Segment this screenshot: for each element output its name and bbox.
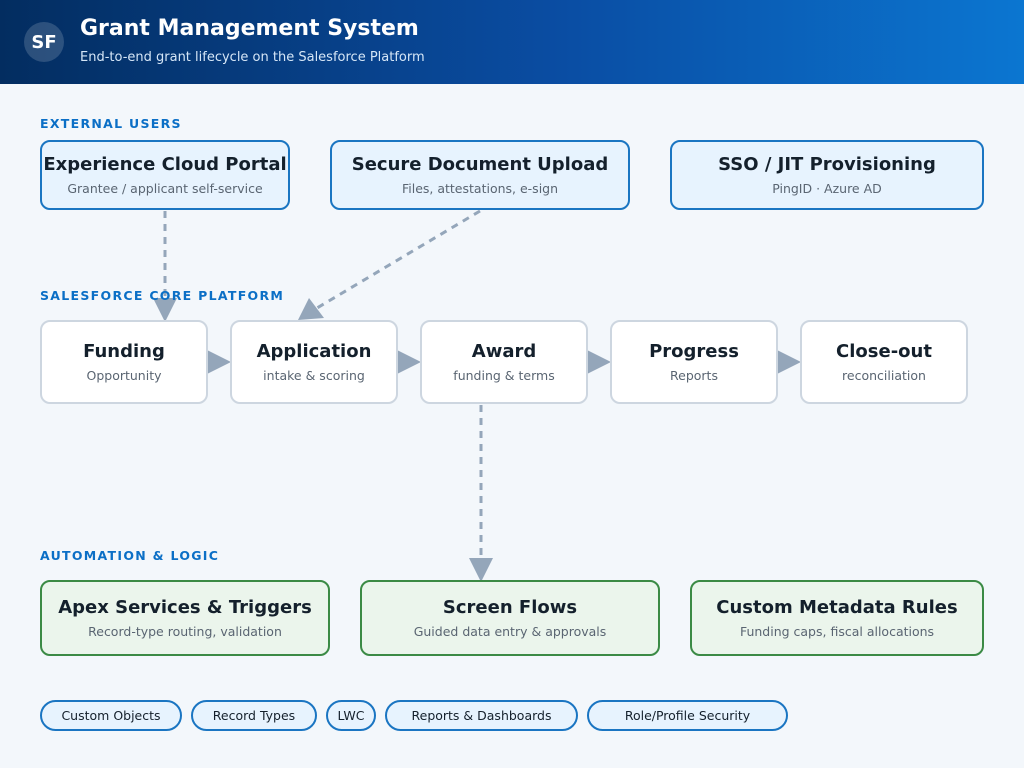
tag-lwc[interactable]: LWC bbox=[326, 700, 376, 731]
app-header: SF Grant Management System End-to-end gr… bbox=[0, 0, 1024, 84]
section-label-external-users: EXTERNAL USERS bbox=[40, 116, 182, 131]
card-title: Application bbox=[256, 341, 372, 362]
arrow-application-to-award bbox=[397, 350, 421, 374]
secure-document-upload-card[interactable]: Secure Document Upload Files, attestatio… bbox=[330, 140, 630, 210]
card-subtitle: funding & terms bbox=[453, 368, 555, 383]
page-title: Grant Management System bbox=[80, 16, 419, 41]
arrowhead-funding bbox=[153, 298, 177, 322]
card-subtitle: Guided data entry & approvals bbox=[413, 624, 607, 639]
card-title: Funding bbox=[83, 341, 165, 362]
section-label-core-platform: SALESFORCE CORE PLATFORM bbox=[40, 288, 285, 303]
connector-upload-to-application bbox=[316, 209, 481, 310]
card-title: Experience Cloud Portal bbox=[43, 154, 287, 175]
arrow-progress-to-closeout bbox=[777, 350, 801, 374]
card-subtitle: Grantee / applicant self-service bbox=[67, 181, 263, 196]
stage-application-card[interactable]: Application intake & scoring bbox=[230, 320, 398, 404]
card-subtitle: PingID · Azure AD bbox=[772, 181, 882, 196]
stage-award-card[interactable]: Award funding & terms bbox=[420, 320, 588, 404]
card-subtitle: Opportunity bbox=[86, 368, 162, 383]
arrow-award-to-progress bbox=[587, 350, 611, 374]
arrowhead-flows bbox=[469, 558, 493, 582]
card-subtitle: Record-type routing, validation bbox=[88, 624, 282, 639]
salesforce-logo: SF bbox=[24, 22, 64, 62]
card-title: Secure Document Upload bbox=[351, 154, 609, 175]
tag-role-profile-security[interactable]: Role/Profile Security bbox=[587, 700, 788, 731]
stage-closeout-card[interactable]: Close-out reconciliation bbox=[800, 320, 968, 404]
card-title: SSO / JIT Provisioning bbox=[718, 154, 936, 175]
sso-jit-provisioning-card[interactable]: SSO / JIT Provisioning PingID · Azure AD bbox=[670, 140, 984, 210]
card-title: Screen Flows bbox=[442, 597, 578, 618]
card-subtitle: intake & scoring bbox=[263, 368, 365, 383]
arrowhead-application bbox=[298, 298, 324, 320]
tag-reports-dashboards[interactable]: Reports & Dashboards bbox=[385, 700, 578, 731]
screen-flows-card[interactable]: Screen Flows Guided data entry & approva… bbox=[360, 580, 660, 656]
card-title: Progress bbox=[649, 341, 739, 362]
card-subtitle: Files, attestations, e-sign bbox=[401, 181, 559, 196]
stage-progress-card[interactable]: Progress Reports bbox=[610, 320, 778, 404]
card-title: Apex Services & Triggers bbox=[58, 597, 312, 618]
card-subtitle: Funding caps, fiscal allocations bbox=[739, 624, 935, 639]
page-subtitle: End-to-end grant lifecycle on the Salesf… bbox=[80, 50, 425, 65]
section-label-automation: AUTOMATION & LOGIC bbox=[40, 548, 220, 563]
stage-funding-card[interactable]: Funding Opportunity bbox=[40, 320, 208, 404]
card-subtitle: reconciliation bbox=[842, 368, 926, 383]
card-title: Award bbox=[471, 341, 537, 362]
card-subtitle: Reports bbox=[670, 368, 718, 383]
tag-record-types[interactable]: Record Types bbox=[191, 700, 317, 731]
apex-services-card[interactable]: Apex Services & Triggers Record-type rou… bbox=[40, 580, 330, 656]
experience-cloud-portal-card[interactable]: Experience Cloud Portal Grantee / applic… bbox=[40, 140, 290, 210]
tag-custom-objects[interactable]: Custom Objects bbox=[40, 700, 182, 731]
card-title: Custom Metadata Rules bbox=[716, 597, 958, 618]
custom-metadata-rules-card[interactable]: Custom Metadata Rules Funding caps, fisc… bbox=[690, 580, 984, 656]
card-title: Close-out bbox=[836, 341, 932, 362]
arrow-funding-to-application bbox=[207, 350, 231, 374]
